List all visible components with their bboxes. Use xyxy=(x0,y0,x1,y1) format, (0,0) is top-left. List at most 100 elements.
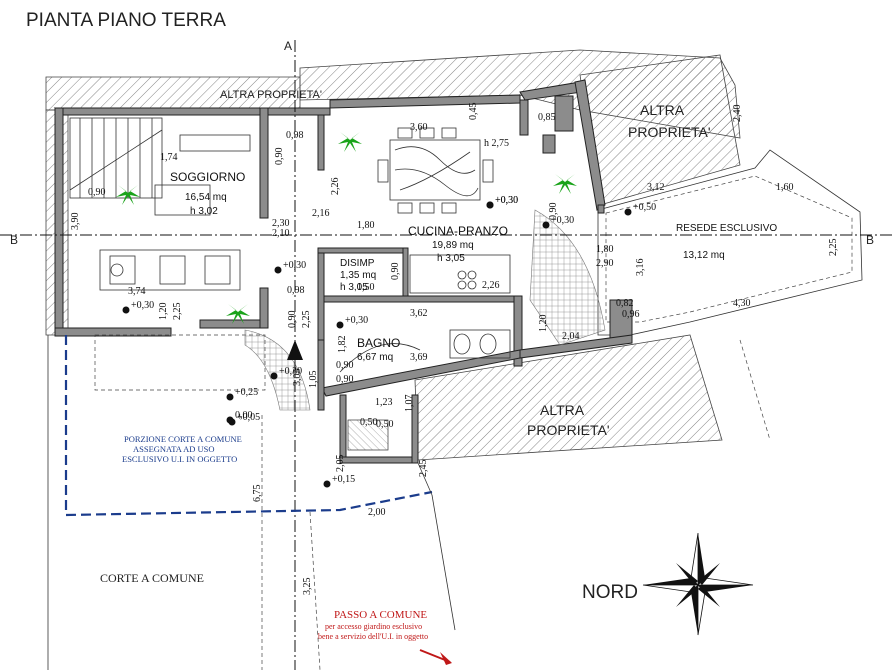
dimension-label: 1,50 xyxy=(357,282,375,293)
compass-icon xyxy=(642,532,754,636)
bathroom-fixtures xyxy=(339,329,511,451)
passo-title: PASSO A COMUNE xyxy=(334,609,427,621)
dimension-label: 0,50 xyxy=(376,419,394,430)
dimension-label: 3,74 xyxy=(128,286,146,297)
dimension-label: 0,85 xyxy=(538,112,556,123)
dimension-label: 1,20 xyxy=(158,303,169,321)
dimension-label: 2,25 xyxy=(172,303,183,321)
room-disimp: DISIMP 1,35 mq h 3,05 xyxy=(340,258,376,293)
dimension-label: 0,90 xyxy=(287,311,298,329)
dimension-label: 3,62 xyxy=(410,308,428,319)
room-soggiorno-height: h 3,02 xyxy=(190,206,218,217)
dimension-label: 3,12 xyxy=(647,182,665,193)
dimension-label: h 2,75 xyxy=(484,138,509,149)
level-label: +0,30 xyxy=(279,366,302,377)
dimension-label: 3,05 xyxy=(292,369,303,387)
room-cucina-area: 19,89 mq xyxy=(432,240,474,251)
passo-line-2: bene a servizio dell'U.I. in oggetto xyxy=(318,632,428,641)
paving xyxy=(244,209,606,411)
walls xyxy=(53,79,633,464)
dimension-label: 1,80 xyxy=(357,220,375,231)
dimension-label: 2,10 xyxy=(272,228,290,239)
level-marker: +0,30 xyxy=(274,260,306,274)
dimension-label: 1,82 xyxy=(337,336,348,354)
dimension-label: 3,60 xyxy=(410,122,428,133)
dimension-label: 0,98 xyxy=(287,285,305,296)
dimension-label: 3,16 xyxy=(635,259,646,277)
dimension-label: 2,25 xyxy=(828,239,839,257)
dimension-label: 2,04 xyxy=(562,331,580,342)
dimension-label: 1,74 xyxy=(160,152,178,163)
room-cucina-height: h 3,05 xyxy=(437,253,465,264)
dimension-label: 2,45 xyxy=(418,460,429,478)
dimension-label: 0,90 xyxy=(336,374,354,385)
shared-yard-note-line-1: PORZIONE CORTE A COMUNE xyxy=(124,434,242,444)
passo-line-1: per accesso giardino esclusivo xyxy=(325,622,422,631)
room-disimp-height: h 3,05 xyxy=(340,282,368,293)
room-bagno: BAGNO 6,67 mq xyxy=(357,336,400,363)
level-marker: 0,00 xyxy=(226,410,253,424)
level-marker: +0,15 xyxy=(323,474,355,488)
dimension-label: 0,82 xyxy=(616,298,634,309)
dimension-label: 3,90 xyxy=(70,213,81,231)
plants xyxy=(116,132,577,324)
dimension-label: 2,90 xyxy=(596,258,614,269)
neighbor-bottom: ALTRA PROPRIETA' xyxy=(414,334,723,461)
room-soggiorno-area: 16,54 mq xyxy=(185,192,227,203)
room-resede-name: RESEDE ESCLUSIVO xyxy=(676,223,777,234)
shared-yard-note-line-2: ASSEGNATA AD USO xyxy=(133,444,215,454)
level-label: +0,30 xyxy=(283,260,306,271)
level-label: +0,50 xyxy=(633,202,656,213)
shared-yard-boundary xyxy=(64,335,433,517)
level-marker: +0,25 xyxy=(226,387,258,401)
room-cucina: CUCINA-PRANZO 19,89 mq h 3,05 xyxy=(408,224,508,264)
room-resede: RESEDE ESCLUSIVO 13,12 mq xyxy=(676,223,777,261)
dimension-label: 1,07 xyxy=(404,395,415,413)
dimension-label: 2,26 xyxy=(482,280,500,291)
dimension-label: 0,90 xyxy=(548,203,559,221)
dimension-label: 1,23 xyxy=(375,397,393,408)
room-disimp-name: DISIMP xyxy=(340,258,375,269)
level-marker: +0,30 xyxy=(270,366,302,380)
neighbor-bottom-label-2: PROPRIETA' xyxy=(527,422,610,438)
dimension-label: 2,16 xyxy=(312,208,330,219)
neighbor-bottom-label-1: ALTRA xyxy=(540,402,585,418)
dimension-label: 4,30 xyxy=(733,298,751,309)
section-b-left-label: B xyxy=(10,233,18,247)
neighbor-top-right: ALTRA PROPRIETA' xyxy=(579,54,741,206)
neighbor-top-right-label-1: ALTRA xyxy=(640,102,685,118)
dimension-label: 1,20 xyxy=(538,315,549,333)
neighbor-top-label: ALTRA PROPRIETA' xyxy=(220,89,322,101)
dimension-label: 3,69 xyxy=(410,352,428,363)
section-a-label: A xyxy=(284,39,292,53)
level-markers: +0,30+0,30+0,30+0,30+0,30+0,30+0,25+0,05… xyxy=(122,195,656,488)
dimension-label: 2,40 xyxy=(732,105,743,123)
level-label: +0,30 xyxy=(551,215,574,226)
dimension-label: 2,05 xyxy=(335,455,346,473)
level-marker: +0,50 xyxy=(624,202,656,216)
dimension-label: 0,98 xyxy=(286,130,304,141)
room-soggiorno-name: SOGGIORNO xyxy=(170,170,245,184)
level-label: +0,30 xyxy=(345,315,368,326)
passage-outline xyxy=(47,335,771,670)
level-marker: +0,30 xyxy=(122,300,154,314)
dimension-label: 2,00 xyxy=(368,507,386,518)
north-rose: NORD xyxy=(582,532,754,636)
dimension-label: 0,96 xyxy=(622,309,640,320)
level-marker: +0,30 xyxy=(486,195,518,209)
staircase xyxy=(69,117,251,216)
level-label: +0,30 xyxy=(495,195,518,206)
dimension-label: 3,25 xyxy=(302,578,313,596)
resede-outline xyxy=(597,149,863,336)
level-label: +0,30 xyxy=(495,195,518,206)
level-label: 0,00 xyxy=(235,410,253,421)
dimension-label: 0,90 xyxy=(274,148,285,166)
north-label: NORD xyxy=(582,582,638,603)
section-lines: A B B xyxy=(0,39,893,670)
page-title: PIANTA PIANO TERRA xyxy=(26,10,226,31)
level-marker: +0,30 xyxy=(336,315,368,329)
dimension-label: 2,25 xyxy=(301,311,312,329)
